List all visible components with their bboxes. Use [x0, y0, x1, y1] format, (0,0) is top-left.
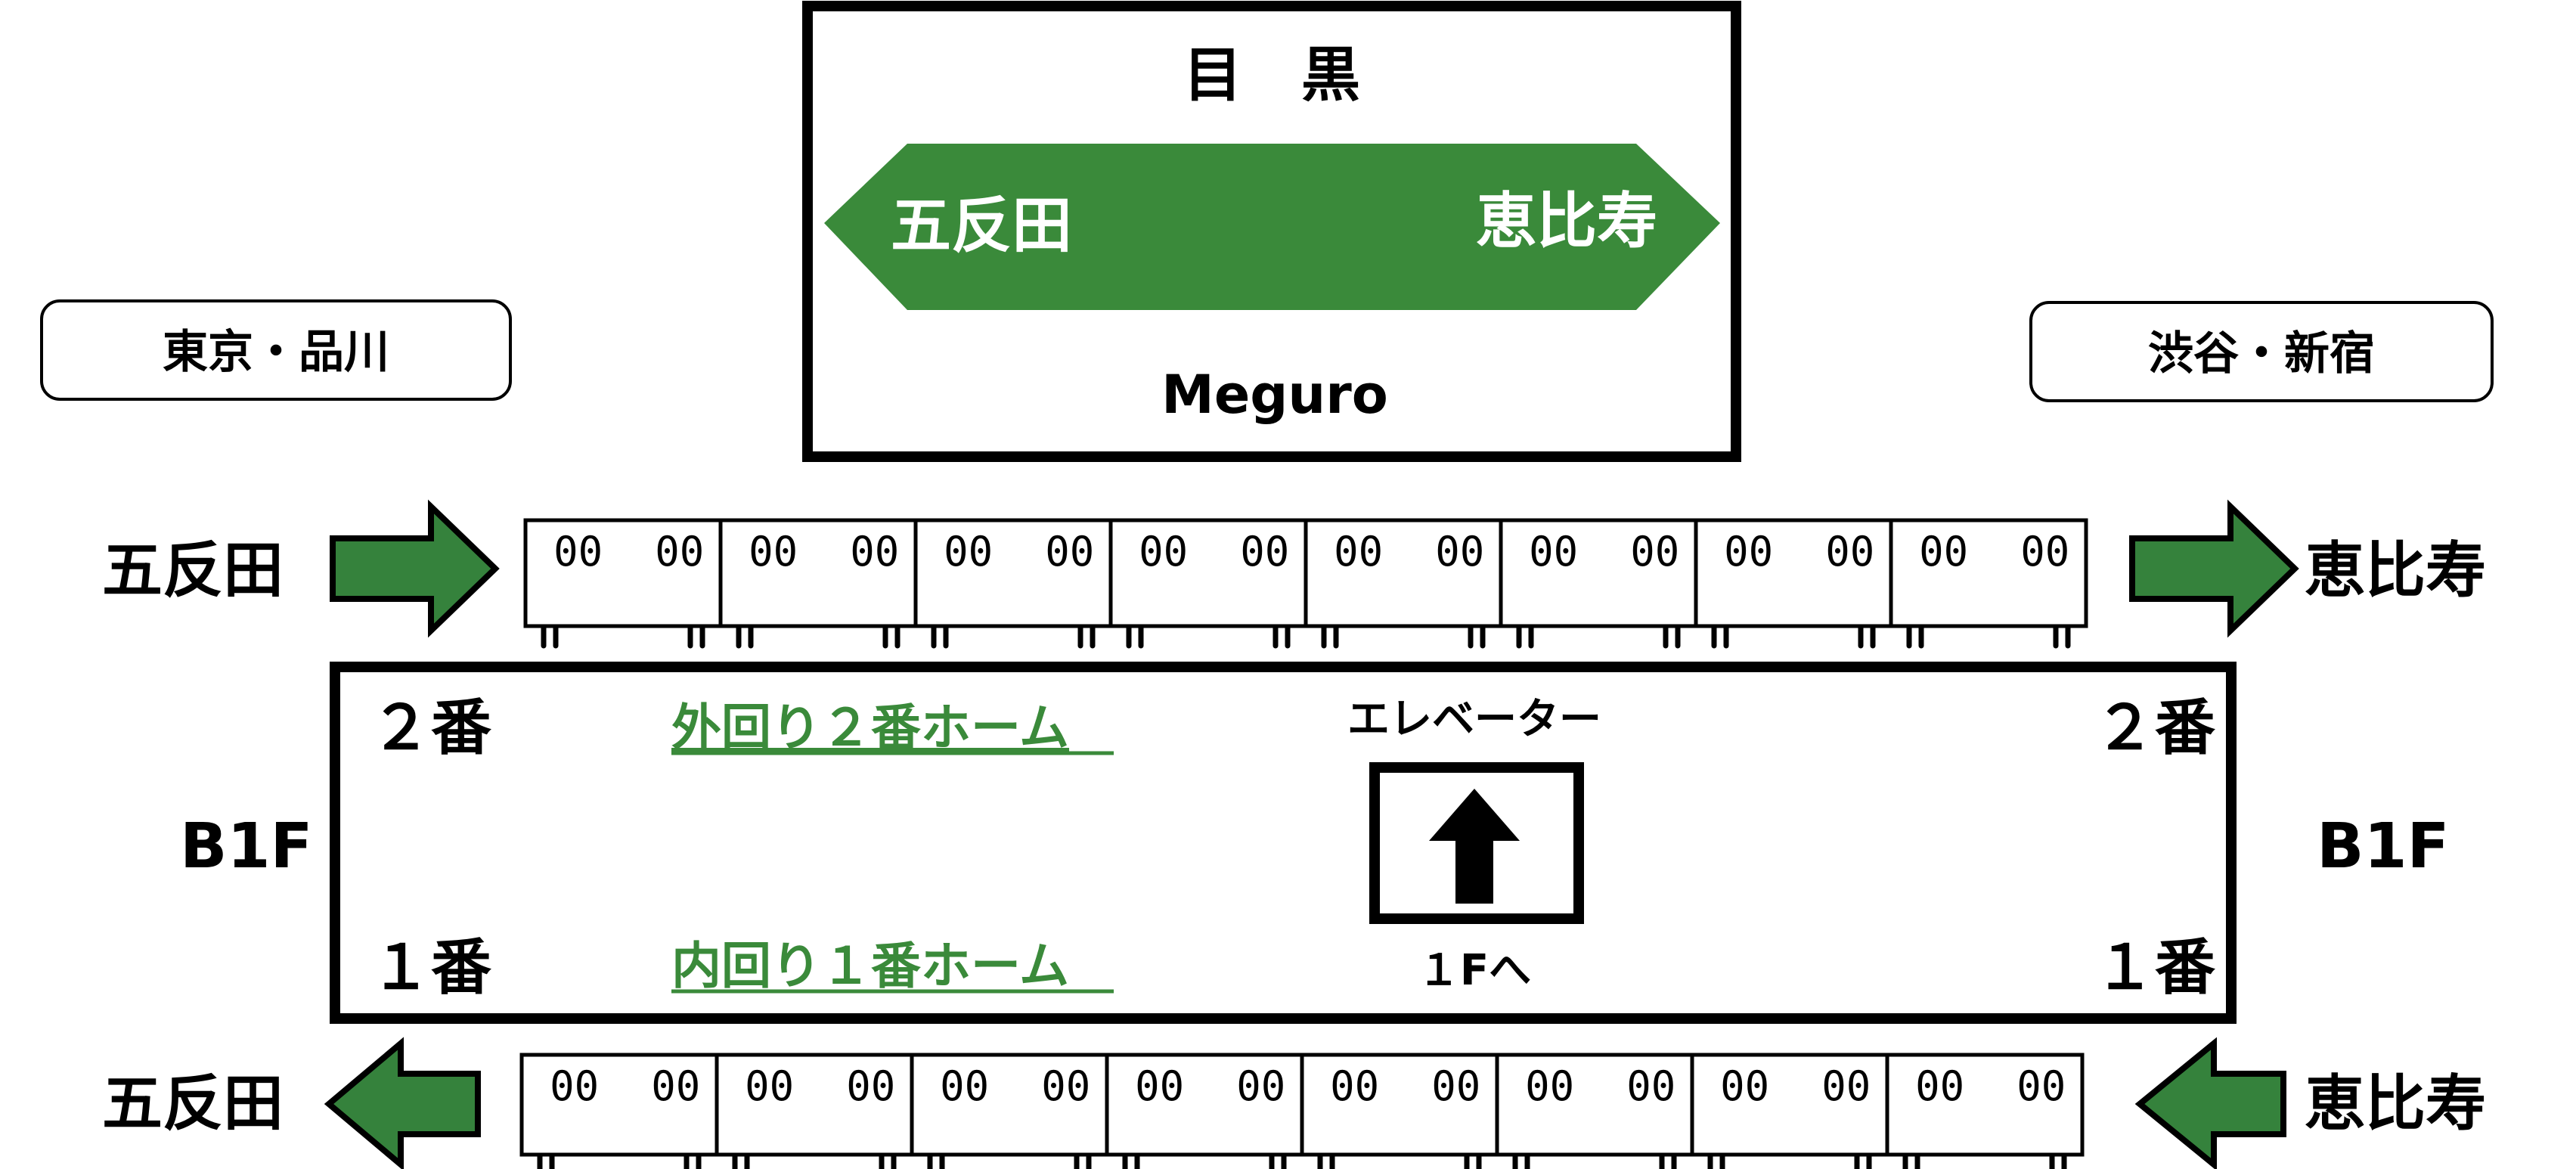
top-track-right-arrow-right	[2129, 499, 2299, 638]
prev-station-label: 五反田	[891, 191, 1072, 261]
train-car-body	[519, 1053, 719, 1157]
track1-label-right: １番	[2094, 932, 2215, 1003]
train-car: 00 00	[913, 518, 1113, 649]
top-track-right-arrow-left	[330, 499, 500, 638]
top-track-from-label: 五反田	[102, 535, 284, 606]
direction-label-left: 東京・品川	[163, 326, 389, 379]
train-window: 00	[1135, 1062, 1184, 1110]
train-window: 00	[1330, 1062, 1379, 1110]
up-arrow-icon	[1429, 789, 1520, 904]
train-car-body	[1499, 518, 1698, 628]
train-window: 00	[655, 528, 704, 575]
floor-label-left: B1F	[180, 811, 313, 882]
station-name-en: Meguro	[1161, 364, 1388, 426]
platform: ２番 ２番 １番 １番 外回り２番ホーム 内回り１番ホーム エレベーター １Fへ	[330, 662, 2237, 1024]
train-car-body	[715, 1053, 914, 1157]
train-window: 00	[2016, 1062, 2066, 1110]
train-window: 00	[1236, 1062, 1285, 1110]
train-window: 00	[745, 1062, 794, 1110]
station-sign-band	[824, 144, 1720, 310]
elevator	[1369, 762, 1584, 924]
train-window: 00	[550, 1062, 599, 1110]
train-car-body	[1694, 518, 1893, 628]
train-window: 00	[2020, 528, 2069, 575]
direction-label-right: 渋谷・新宿	[2148, 327, 2375, 380]
train-car: 00 00	[1885, 1053, 2085, 1169]
bottom-track-to-label: 五反田	[102, 1068, 284, 1139]
train-window: 00	[553, 528, 603, 575]
train-car-body	[910, 1053, 1109, 1157]
direction-box-right: 渋谷・新宿	[2029, 301, 2494, 402]
train-car: 00 00	[1105, 1053, 1304, 1169]
track1-label-left: １番	[370, 932, 491, 1003]
train-car-body	[913, 518, 1113, 628]
train-car-body	[1885, 1053, 2085, 1157]
train-car-body	[1889, 518, 2088, 628]
train-car-body	[1108, 518, 1308, 628]
train-car-body	[718, 518, 918, 628]
train-window: 00	[850, 528, 899, 575]
train-window: 00	[1915, 1062, 1964, 1110]
bottom-train: 00 00 00 00 00 00 00 00 00 00 00 00 00 00 00 00	[519, 1053, 2085, 1169]
top-track-to-label: 恵比寿	[2305, 535, 2486, 606]
train-window: 00	[1431, 1062, 1480, 1110]
train-window: 00	[1825, 528, 1874, 575]
train-car: 00 00	[718, 518, 918, 649]
train-car-body	[1105, 1053, 1304, 1157]
floor-label-right: B1F	[2317, 811, 2450, 882]
top-train: 00 00 00 00 00 00 00 00 00 00 00 00 00 00 00 00	[523, 518, 2088, 649]
train-car: 00 00	[523, 518, 723, 649]
train-car: 00 00	[1303, 518, 1503, 649]
station-sign: 目 黒 五反田 恵比寿 Meguro	[802, 1, 1741, 462]
track2-label-right: ２番	[2094, 693, 2215, 763]
train-window: 00	[1240, 528, 1289, 575]
train-window: 00	[944, 528, 993, 575]
train-car: 00 00	[519, 1053, 719, 1169]
train-car-body	[1303, 518, 1503, 628]
train-car: 00 00	[1108, 518, 1308, 649]
bottom-track-from-label: 恵比寿	[2305, 1068, 2486, 1139]
train-window: 00	[1041, 1062, 1090, 1110]
train-window: 00	[1821, 1062, 1871, 1110]
bottom-track-left-arrow-left	[324, 1037, 481, 1169]
train-window: 00	[651, 1062, 700, 1110]
train-window: 00	[1435, 528, 1484, 575]
bottom-track-left-arrow-right	[2134, 1037, 2286, 1169]
next-station-label: 恵比寿	[1476, 186, 1657, 256]
train-window: 00	[940, 1062, 989, 1110]
train-car: 00 00	[1694, 518, 1893, 649]
track1-name: 内回り１番ホーム	[671, 937, 1069, 995]
train-car-body	[1300, 1053, 1499, 1157]
train-window: 00	[1334, 528, 1383, 575]
train-car: 00 00	[715, 1053, 914, 1169]
train-window: 00	[1045, 528, 1094, 575]
train-car: 00 00	[1300, 1053, 1499, 1169]
track2-name: 外回り２番ホーム	[671, 699, 1069, 757]
train-car: 00 00	[1495, 1053, 1694, 1169]
train-window: 00	[1919, 528, 1968, 575]
train-car: 00 00	[1889, 518, 2088, 649]
station-name-ja: 目 黒	[1183, 42, 1360, 110]
train-car: 00 00	[910, 1053, 1109, 1169]
train-window: 00	[1720, 1062, 1769, 1110]
train-window: 00	[846, 1062, 895, 1110]
train-window: 00	[749, 528, 798, 575]
train-car-body	[523, 518, 723, 628]
elevator-destination: １Fへ	[1418, 946, 1531, 995]
direction-box-left: 東京・品川	[40, 299, 512, 401]
train-car: 00 00	[1499, 518, 1698, 649]
train-car: 00 00	[1690, 1053, 1889, 1169]
train-window: 00	[1626, 1062, 1675, 1110]
elevator-label: エレベーター	[1347, 695, 1601, 744]
train-window: 00	[1724, 528, 1773, 575]
track2-label-left: ２番	[370, 693, 491, 763]
train-window: 00	[1529, 528, 1578, 575]
train-window: 00	[1525, 1062, 1574, 1110]
train-window: 00	[1630, 528, 1679, 575]
train-window: 00	[1139, 528, 1188, 575]
train-car-body	[1495, 1053, 1694, 1157]
